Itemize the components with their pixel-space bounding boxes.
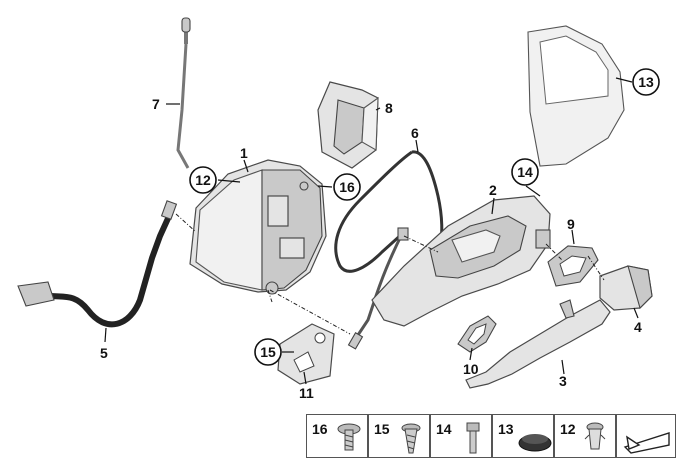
svg-text:15: 15 bbox=[260, 344, 276, 360]
callout-8: 8 bbox=[385, 100, 393, 116]
part-8-bracket bbox=[317, 81, 379, 169]
screw-icon bbox=[401, 423, 421, 454]
part-9-gasket bbox=[547, 245, 599, 287]
leader-11 bbox=[303, 371, 307, 385]
leader-12 bbox=[217, 179, 241, 183]
leader-9 bbox=[571, 229, 575, 245]
part-16-screw-mark bbox=[299, 181, 309, 191]
part-1-door-lock bbox=[189, 159, 327, 295]
callout-14: 14 bbox=[511, 158, 539, 186]
legend-label-12: 12 bbox=[560, 421, 576, 437]
leader-4 bbox=[633, 307, 639, 319]
svg-text:13: 13 bbox=[638, 74, 654, 90]
leader-3 bbox=[561, 359, 565, 375]
assembly-line-9-4 bbox=[587, 255, 605, 281]
callout-9: 9 bbox=[567, 216, 575, 232]
leader-6 bbox=[415, 139, 419, 153]
legend-label-16: 16 bbox=[312, 421, 328, 437]
legend-cell-16: 16 bbox=[306, 414, 368, 458]
legend-cell-15: 15 bbox=[368, 414, 430, 458]
callout-3: 3 bbox=[559, 373, 567, 389]
svg-text:12: 12 bbox=[195, 172, 211, 188]
leader-10 bbox=[469, 347, 473, 361]
svg-text:14: 14 bbox=[517, 164, 533, 180]
assembly-line-5-1 bbox=[175, 213, 197, 233]
part-6-bowden-cable bbox=[334, 150, 444, 350]
legend-label-13: 13 bbox=[498, 421, 514, 437]
part-2-handle-carrier bbox=[371, 195, 551, 327]
part-13-door bbox=[527, 25, 625, 167]
leader-13 bbox=[615, 77, 633, 83]
callout-5: 5 bbox=[100, 345, 108, 361]
leader-16 bbox=[317, 185, 333, 188]
leader-1 bbox=[243, 159, 249, 173]
callout-13: 13 bbox=[632, 68, 660, 96]
legend-label-15: 15 bbox=[374, 421, 390, 437]
bolt-icon bbox=[466, 422, 480, 454]
legend-label-14: 14 bbox=[436, 421, 452, 437]
callout-7: 7 bbox=[152, 96, 160, 112]
svg-text:16: 16 bbox=[339, 179, 355, 195]
page-arrow-icon bbox=[623, 432, 670, 454]
part-5-cable bbox=[17, 200, 178, 328]
callout-16: 16 bbox=[333, 173, 361, 201]
callout-15: 15 bbox=[254, 338, 282, 366]
callout-2: 2 bbox=[489, 182, 497, 198]
part-11-striker bbox=[277, 323, 335, 385]
part-10-gasket bbox=[457, 315, 497, 353]
torx-screw-icon bbox=[337, 423, 361, 451]
legend-cell-13: 13 bbox=[492, 414, 554, 458]
fastener-legend: 16 15 14 13 12 bbox=[306, 414, 676, 458]
part-7-rod bbox=[176, 17, 191, 169]
legend-cell-arrow bbox=[616, 414, 676, 458]
part-4-end-cap bbox=[599, 265, 653, 311]
callout-12: 12 bbox=[189, 166, 217, 194]
callout-4: 4 bbox=[634, 319, 642, 335]
leader-8 bbox=[375, 107, 381, 111]
leader-5 bbox=[104, 327, 107, 343]
callout-6: 6 bbox=[411, 125, 419, 141]
callout-1: 1 bbox=[240, 145, 248, 161]
leader-14 bbox=[525, 185, 541, 197]
part-3-outer-handle bbox=[465, 299, 611, 389]
clip-icon bbox=[584, 422, 606, 450]
leader-2 bbox=[491, 197, 495, 215]
callout-10: 10 bbox=[463, 361, 479, 377]
assembly-line-6-2 bbox=[403, 235, 439, 253]
callout-11: 11 bbox=[299, 385, 314, 401]
legend-cell-14: 14 bbox=[430, 414, 492, 458]
assembly-line-1-11 bbox=[269, 289, 351, 335]
legend-cell-12: 12 bbox=[554, 414, 616, 458]
assembly-line-2-9 bbox=[545, 243, 563, 261]
plug-cap-icon bbox=[518, 434, 552, 452]
assembly-line-1 bbox=[267, 289, 273, 303]
